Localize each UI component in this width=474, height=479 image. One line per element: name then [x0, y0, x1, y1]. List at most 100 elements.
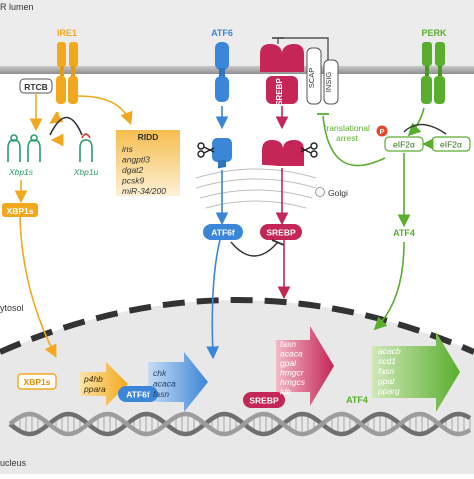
scap-protein — [306, 47, 322, 105]
xbp1s-nuclear-box — [17, 373, 57, 390]
xbp1s-target-arrow — [80, 362, 128, 406]
scissors-icon — [300, 142, 318, 158]
er-lumen-region — [0, 0, 474, 66]
eif2a-phospho-bracket — [403, 123, 447, 135]
xbp1s-hairpin-right — [27, 134, 41, 162]
atf4-target-gene: scd1 — [378, 356, 396, 366]
insig-label: INSIG — [324, 72, 333, 93]
ridd-target: ins — [122, 144, 134, 154]
atf6f-label: ATF6f — [211, 228, 235, 238]
xbp1s-hairpin-left — [7, 134, 21, 162]
ire1-splice-arrow — [49, 111, 64, 124]
srebp-nuclear-label: SREBP — [249, 396, 279, 406]
xbp1s-nuclear-arrow — [19, 216, 57, 358]
atf6f-nuclear-label: ATF6f — [126, 390, 150, 400]
ire1-label: IRE1 — [57, 28, 77, 38]
srebp-cleaved-box — [260, 224, 302, 240]
dna-strand — [8, 411, 472, 437]
scap-label: SCAP — [307, 68, 316, 88]
xbp1s-protein-box — [2, 203, 38, 217]
atf6f-target-arrow — [148, 352, 208, 412]
srebp-target-gene: hmgcs — [280, 377, 306, 387]
rtcb-label: RTCB — [24, 82, 48, 92]
insig-protein — [323, 59, 339, 105]
atf4-target-arrow — [372, 332, 460, 412]
er-lumen-label: R lumen — [0, 2, 34, 12]
ridd-title: RIDD — [138, 132, 159, 142]
atf4-nuclear-label: ATF4 — [346, 395, 368, 405]
xbp1s-target-gene: p4hb — [83, 374, 103, 384]
translational-arrest-line — [322, 115, 386, 167]
nucleus-label: ucleus — [0, 458, 27, 468]
er-membrane — [0, 66, 474, 74]
srebp-target-gene: gpal — [280, 358, 297, 368]
atf6f-target-gene: fasn — [153, 389, 169, 399]
srebp-cleaved-label: SREBP — [266, 228, 296, 238]
atf4-target-gene: gpat — [378, 376, 395, 386]
ridd-target: dgat2 — [122, 165, 144, 175]
xbp1s-mrna-label: Xbp1s — [8, 167, 34, 177]
srebp-target-gene: acaca — [280, 349, 303, 359]
golgi-vesicle — [315, 187, 325, 197]
srebp-golgi-form — [262, 140, 304, 166]
golgi-stack — [195, 164, 317, 209]
atf6-golgi-form — [212, 138, 232, 170]
srebp-nuclear-box — [243, 392, 285, 408]
xbp1u-mrna-label: Xbp1u — [73, 167, 99, 177]
ire1-receptor — [56, 42, 78, 104]
insig-inhibition-line — [277, 37, 329, 60]
splice-bracket — [49, 116, 83, 136]
atf6f-srebp-inhibition — [230, 241, 279, 257]
xbp1s-target-gene: ppara — [83, 384, 106, 394]
cytosol-label: ytosol — [0, 303, 24, 313]
atf4-target-gene: pparg — [377, 386, 400, 396]
srebp-target-gene: ldlr — [280, 387, 293, 397]
scissors-icon — [197, 142, 215, 158]
atf6f-nuclear-arrow — [206, 239, 221, 360]
xbp1u-hairpin — [79, 133, 93, 162]
perk-receptor — [421, 42, 445, 104]
ridd-target: angptl3 — [122, 155, 150, 165]
perk-phospho-arrow — [407, 107, 425, 137]
perk-label: PERK — [421, 28, 447, 38]
golgi-label: Golgi — [328, 188, 348, 198]
atf4-target-gene: acacb — [378, 346, 401, 356]
atf6f-target-gene: chk — [153, 368, 167, 378]
xbp1s-protein-label: XBP1s — [7, 206, 34, 216]
atf6f-target-gene: acaca — [153, 379, 176, 389]
ridd-box — [116, 130, 180, 196]
golgi-stack-outline — [195, 168, 317, 209]
ire1-ridd-arrow — [77, 95, 133, 125]
xbp1s-nuclear-label: XBP1s — [24, 377, 51, 387]
atf4-target-gene: fasn — [378, 366, 394, 376]
atf6f-srebp-inhibition-bar — [271, 239, 285, 246]
ridd-target: miR-34/200 — [122, 186, 166, 196]
srebp-target-arrow — [276, 326, 334, 406]
srebp-membrane-label: SREBP — [275, 78, 284, 106]
ridd-target: pcsk9 — [121, 176, 144, 186]
atf6-label: ATF6 — [211, 28, 233, 38]
phosphate-badge — [376, 125, 388, 137]
atf6f-box — [203, 224, 243, 240]
eif2a-phosphorylated-label: eIF2α — [393, 140, 415, 150]
nuclear-envelope — [0, 297, 474, 355]
phosphate-label: P — [379, 127, 384, 136]
atf6-receptor — [215, 42, 229, 102]
dna-helix — [8, 411, 472, 437]
srebp-target-gene: hmgcr — [280, 368, 305, 378]
atf6f-nuclear-box — [118, 386, 158, 402]
eif2a-label: eIF2α — [440, 140, 462, 150]
srebp-membrane-protein — [260, 44, 304, 104]
srebp-target-gene: fasn — [280, 339, 296, 349]
atf4-cytosol-label: ATF4 — [393, 228, 415, 238]
atf4-nuclear-arrow — [373, 241, 405, 331]
translational-arrest-label-2: arrest — [336, 133, 358, 143]
translational-arrest-label-1: translational — [324, 123, 370, 133]
